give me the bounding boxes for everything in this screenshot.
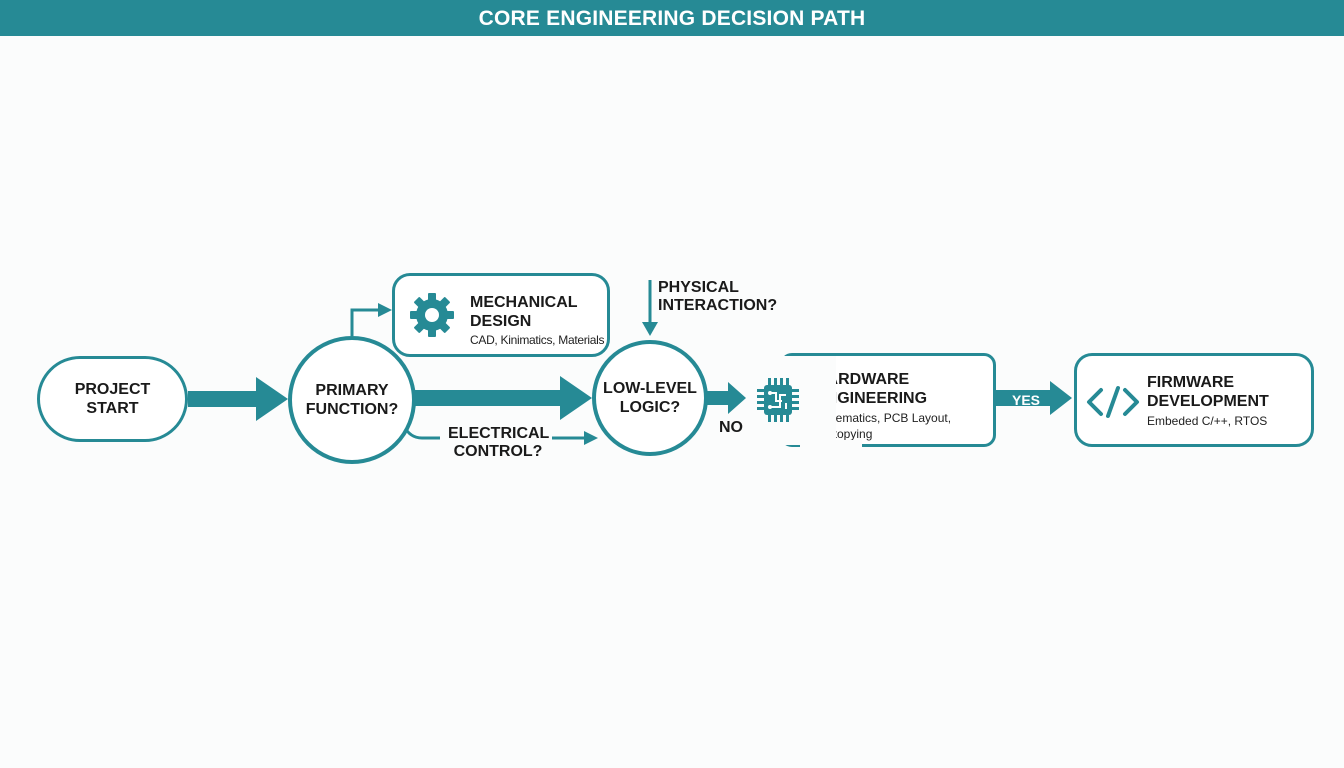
hardware-border-gap-bottom xyxy=(800,440,862,450)
physical-line2: INTERACTION? xyxy=(658,297,778,314)
arrow-start-to-primary xyxy=(188,377,288,421)
node-low-level-logic[interactable]: LOW-LEVEL LOGIC? xyxy=(592,340,708,456)
arrow-mechanical-head xyxy=(378,303,392,317)
firmware-subtitle: Embeded C/++, RTOS xyxy=(1147,414,1268,428)
physical-line1: PHYSICAL xyxy=(658,279,739,296)
low-level-logic-line2: LOGIC? xyxy=(619,399,681,416)
arrow-primary-to-logic xyxy=(414,376,592,420)
arrow-electrical-head xyxy=(584,431,598,445)
edge-label-no: NO xyxy=(719,419,743,436)
mechanical-title-line1: MECHANICAL xyxy=(470,294,578,311)
firmware-title-line2: DEVELOPMENT xyxy=(1147,393,1269,410)
page-title: CORE ENGINEERING DECISION PATH xyxy=(0,0,1344,36)
node-project-start[interactable]: PROJECT START xyxy=(37,356,188,442)
arrow-logic-to-hardware xyxy=(706,382,746,414)
code-brackets-icon xyxy=(1087,386,1139,418)
primary-function-line1: PRIMARY xyxy=(315,382,389,399)
arrow-physical-head xyxy=(642,322,658,336)
electrical-line1: ELECTRICAL xyxy=(448,425,550,442)
mechanical-title-line2: DESIGN xyxy=(470,313,532,330)
hardware-subtitle-line1: Schematics, PCB Layout, xyxy=(815,411,952,425)
project-start-line2: START xyxy=(86,400,139,417)
primary-function-line2: FUNCTION? xyxy=(305,401,399,418)
electrical-line2: CONTROL? xyxy=(453,443,543,460)
node-firmware-development[interactable]: FIRMWARE DEVELOPMENT Embeded C/++, RTOS xyxy=(1074,353,1314,447)
node-primary-function[interactable]: PRIMARY FUNCTION? xyxy=(288,336,416,464)
line-primary-to-mechanical xyxy=(350,308,380,336)
firmware-title-line1: FIRMWARE xyxy=(1147,374,1235,391)
node-mechanical-design[interactable]: MECHANICAL DESIGN CAD, Kinimatics, Mater… xyxy=(392,273,610,357)
edge-label-yes: YES xyxy=(1012,392,1041,408)
hardware-title-line1: HARDWARE xyxy=(815,371,910,388)
gear-icon xyxy=(410,293,454,337)
project-start-line1: PROJECT xyxy=(74,381,151,398)
edge-label-electrical-control: ELECTRICAL CONTROL? xyxy=(448,425,550,461)
hardware-title-line2: ENGINEERING xyxy=(815,390,928,407)
mechanical-subtitle: CAD, Kinimatics, Materials xyxy=(470,333,605,347)
low-level-logic-line1: LOW-LEVEL xyxy=(603,380,697,397)
edge-label-physical-interaction: PHYSICAL INTERACTION? xyxy=(658,279,777,315)
arrow-hardware-to-firmware xyxy=(994,381,1072,415)
microchip-icon xyxy=(757,378,799,422)
